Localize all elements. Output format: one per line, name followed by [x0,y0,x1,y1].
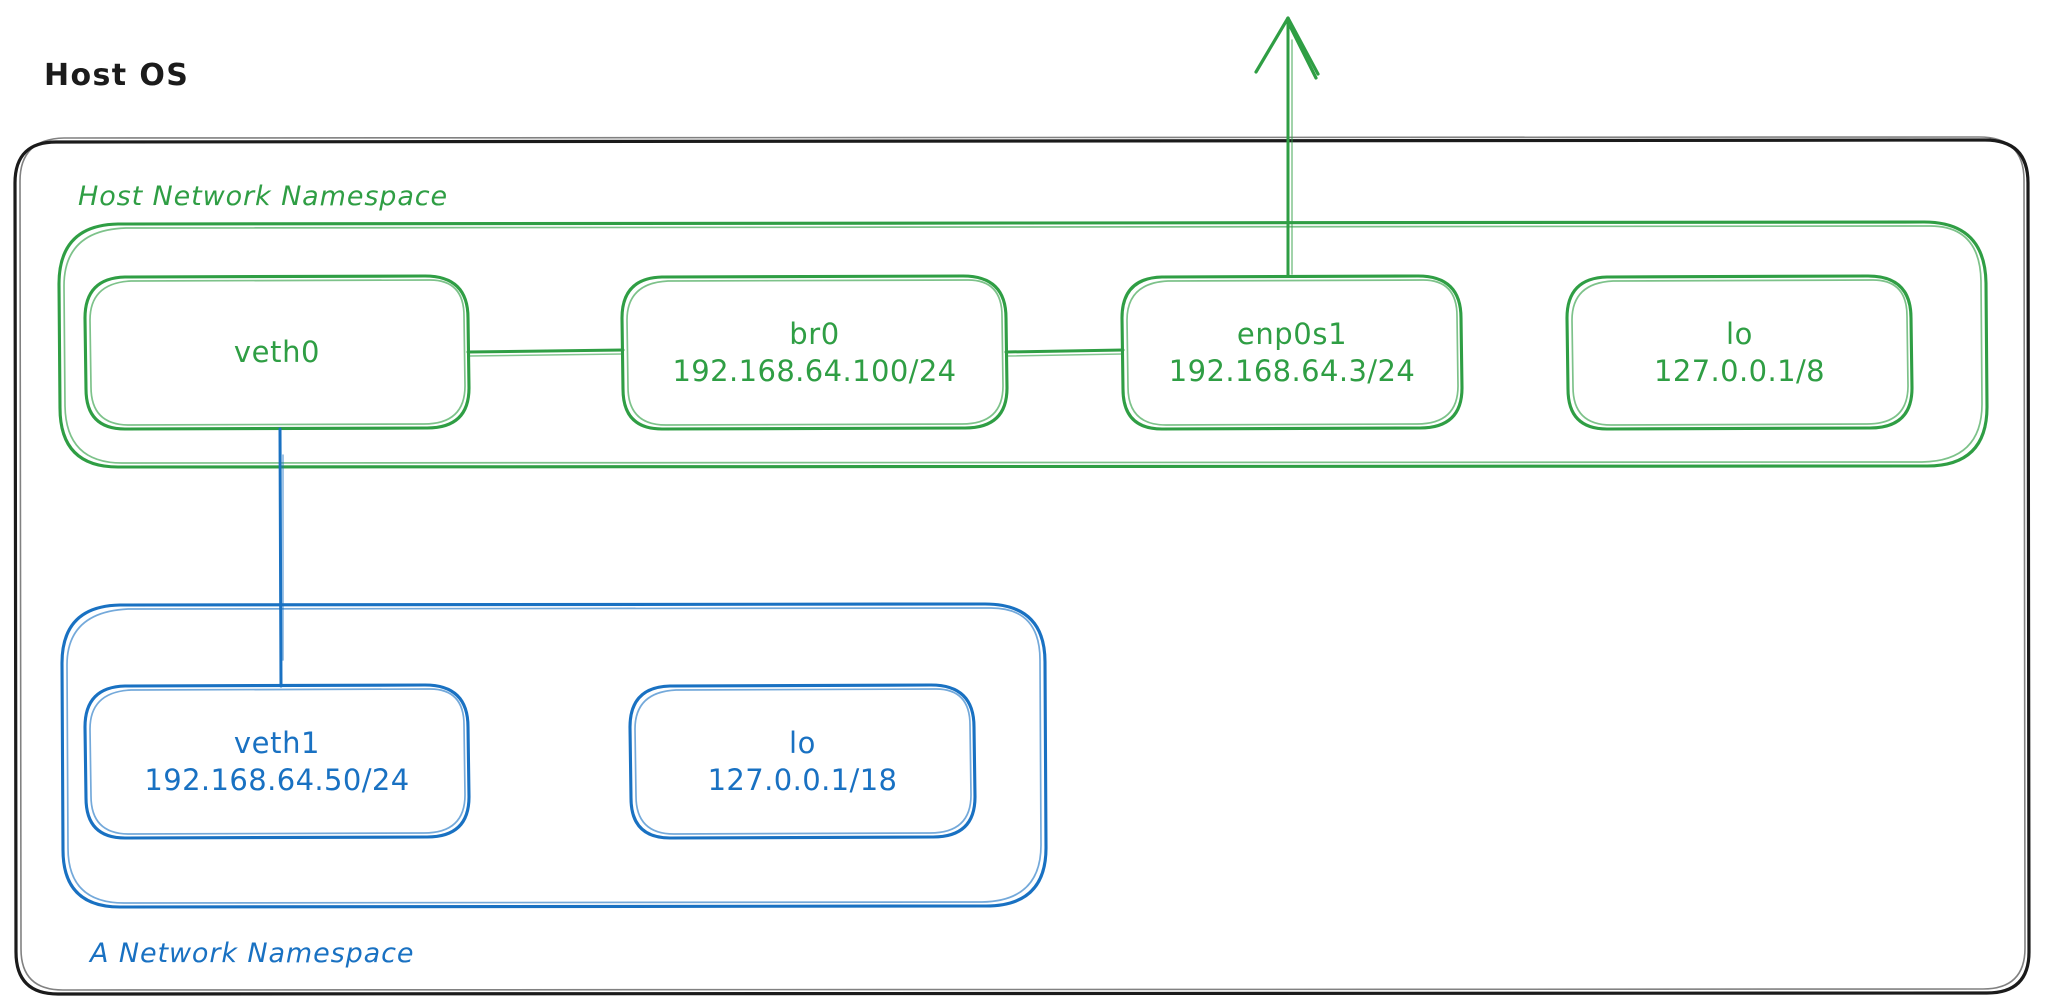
interface-box-br0[interactable] [622,276,1007,429]
host-network-namespace-container [59,222,1987,467]
interface-box-enp0s1[interactable] [1122,276,1462,429]
interface-box-lo-host[interactable] [1567,276,1912,429]
connection-veth0-br0 [466,348,625,357]
host-os-container [15,137,2029,994]
host-network-namespace-title: Host Network Namespace [78,181,449,212]
connection-br0-enp0s1 [1004,348,1125,357]
container-network-namespace-container [62,604,1046,907]
interface-box-lo-container[interactable] [630,685,975,838]
interface-hit-veth0[interactable] [85,277,469,429]
container-network-namespace-title: A Network Namespace [90,938,415,969]
interface-hit-veth1[interactable] [85,686,469,838]
connection-enp0s1-uplink [1254,16,1320,278]
interface-hit-br0[interactable] [622,277,1007,429]
host-os-title: Host OS [44,58,190,93]
interface-hit-lo-host[interactable] [1567,277,1912,429]
interface-hit-lo-container[interactable] [630,686,975,838]
interface-box-veth1[interactable] [85,685,469,838]
interface-hit-enp0s1[interactable] [1122,277,1462,429]
connection-veth0-veth1 [278,427,284,688]
interface-box-veth0[interactable] [85,276,469,429]
